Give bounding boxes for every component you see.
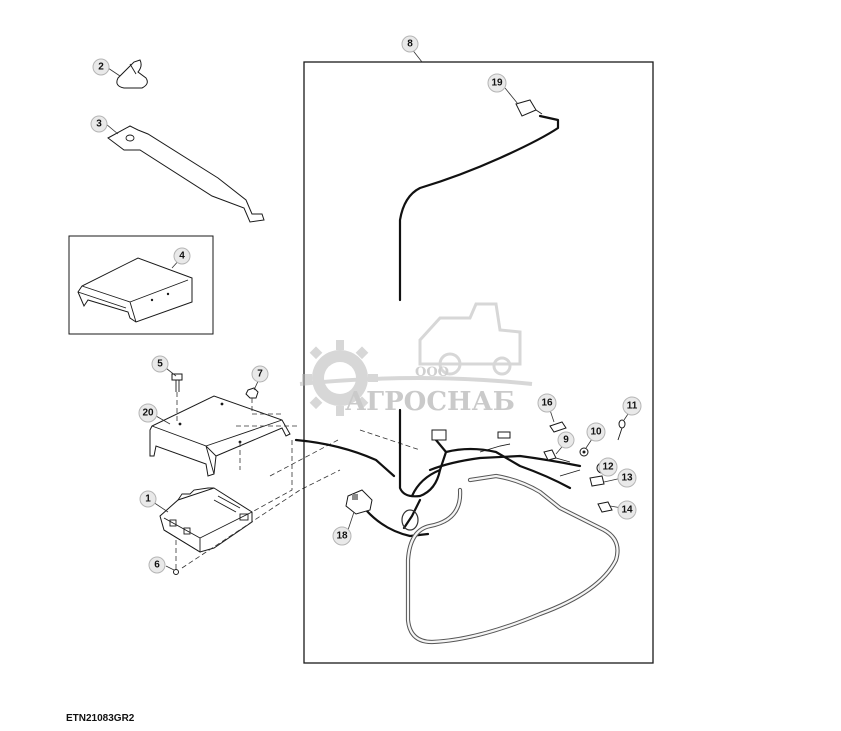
callout-6: 6 [148,556,166,574]
plug-part-14 [597,501,613,513]
svg-text:18: 18 [336,531,348,542]
callout-16: 16 [537,393,557,413]
leader-lines [107,67,633,571]
svg-text:3: 3 [96,119,102,130]
switch-part-18 [345,489,373,515]
svg-text:20: 20 [142,408,154,419]
bolt-part-5 [171,373,183,392]
svg-text:8: 8 [407,39,413,50]
svg-text:7: 7 [257,369,263,380]
callout-9: 9 [557,431,575,449]
svg-text:1: 1 [145,494,151,505]
callout-1: 1 [139,490,157,508]
watermark-name: АГРОСНАБ [345,387,515,417]
wiring-harness-part [294,114,582,538]
svg-text:2: 2 [98,62,104,73]
pin-part-13 [589,475,605,487]
figure-code: ETN21083GR2 [66,713,135,724]
callout-19: 19 [487,73,507,93]
agrosnab-watermark-logo: ООО АГРОСНАБ [299,302,533,417]
callout-7: 7 [251,365,269,383]
watermark-prefix: ООО [415,365,449,380]
terminal-part-16 [549,421,567,433]
washer-part-10 [579,447,589,457]
antenna-part [116,59,148,89]
svg-text:4: 4 [179,251,185,262]
harness-frame [303,61,654,664]
callout-18: 18 [332,526,352,546]
svg-text:16: 16 [541,398,553,409]
callout-20: 20 [138,403,158,423]
callout-2: 2 [92,58,110,76]
svg-text:11: 11 [627,401,638,412]
connector-part-19 [515,99,543,117]
callout-8: 8 [401,35,419,53]
assembly-lines [175,392,421,570]
controller-module-part [159,487,253,553]
antenna-bracket-part [105,123,265,223]
svg-text:12: 12 [602,462,614,473]
svg-text:19: 19 [491,78,503,89]
fastener-part-6 [173,569,179,575]
svg-text:14: 14 [621,505,633,516]
detail-box-4 [68,235,214,335]
ring-terminal-part-11 [617,419,626,441]
callout-10: 10 [586,422,606,442]
svg-text:5: 5 [157,359,163,370]
controller-bracket-part [149,395,291,477]
callout-4: 4 [173,247,191,265]
callout-14: 14 [617,500,637,520]
callout-5: 5 [151,355,169,373]
callout-13: 13 [617,468,637,488]
svg-text:9: 9 [563,435,569,446]
sleeved-cable [401,473,620,645]
svg-text:13: 13 [621,473,633,484]
nut-part-7 [245,387,259,399]
callout-12: 12 [598,457,618,477]
svg-text:6: 6 [154,560,160,571]
svg-text:10: 10 [590,427,602,438]
fitting-part-9 [543,449,571,463]
callout-3: 3 [90,115,108,133]
tray-part-4 [77,257,193,323]
harness-plugs [431,429,581,477]
callout-11: 11 [622,396,642,416]
